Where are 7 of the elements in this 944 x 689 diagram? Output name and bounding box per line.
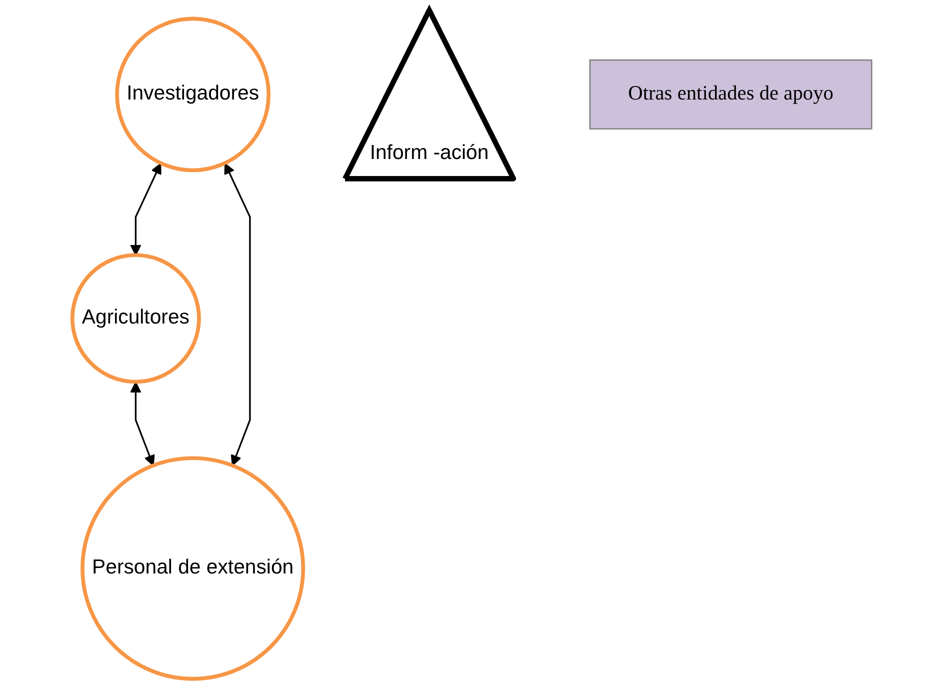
arrow [130,382,155,466]
arrow [224,163,251,466]
node-circle: Investigadores [115,16,271,172]
node-box: Otras entidades de apoyo [589,59,872,130]
arrow [130,163,162,256]
node-circle: Personal de extensión [80,456,306,681]
node-circle: Agricultores [70,253,201,384]
